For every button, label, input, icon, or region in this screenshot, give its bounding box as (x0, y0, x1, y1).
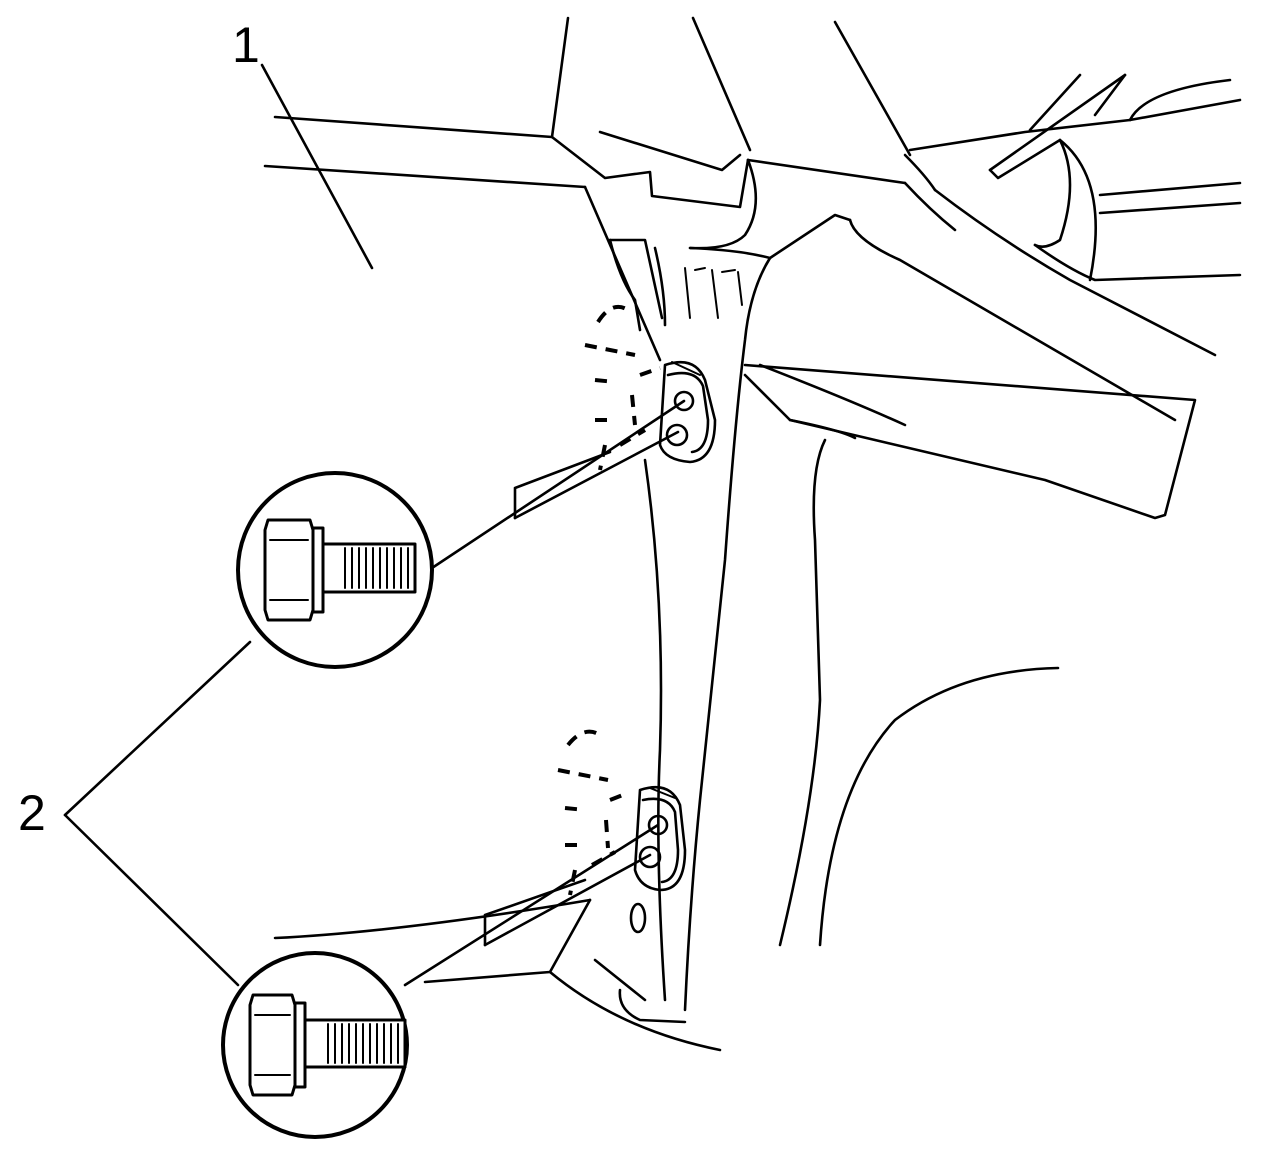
bolt-callout-upper (236, 471, 434, 669)
vehicle-body-structure (263, 16, 1242, 1052)
hinge-icon (658, 360, 717, 464)
callout-label-2: 2 (18, 785, 46, 841)
callout-label-1: 1 (232, 17, 260, 73)
label-leaders (63, 63, 374, 987)
bolt-icon (248, 993, 407, 1097)
hinge-icon (633, 785, 687, 892)
upper-hinge (584, 305, 717, 471)
bolt-leaders (403, 399, 686, 987)
bolt-callout-lower (221, 951, 409, 1139)
bolt-icon (263, 518, 417, 622)
